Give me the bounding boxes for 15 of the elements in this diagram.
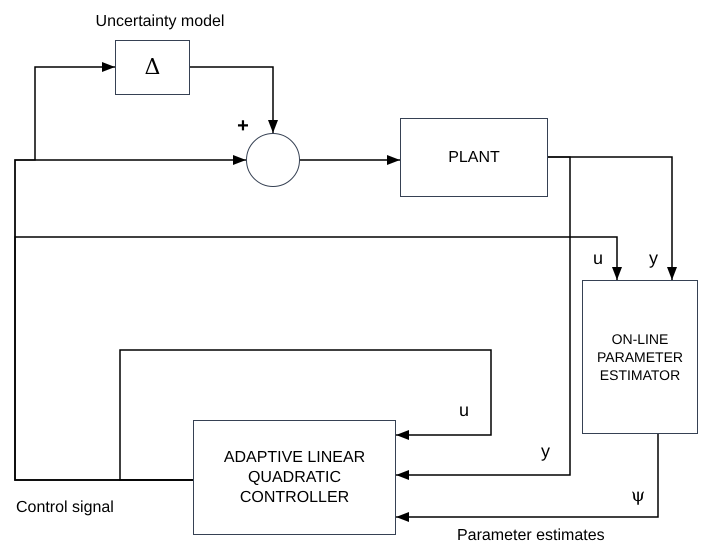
- signal-arrow: [300, 155, 400, 165]
- signal-arrow: [14, 236, 622, 481]
- signal-arrow: [396, 156, 571, 480]
- plus-sign: +: [236, 116, 250, 136]
- plant-block: PLANT: [400, 118, 548, 197]
- signal-caption: Control signal: [16, 498, 114, 518]
- signal-arrow: [396, 434, 659, 522]
- signal-arrow: [190, 66, 278, 133]
- summing-junction: [246, 133, 300, 187]
- controller-block: ADAPTIVE LINEAR QUADRATIC CONTROLLER: [193, 420, 396, 535]
- signal-arrow: [119, 349, 492, 481]
- signal-caption: Parameter estimates: [457, 526, 605, 546]
- estimator-block: ON-LINE PARAMETER ESTIMATOR: [582, 280, 698, 434]
- block-caption: Uncertainty model: [94, 12, 226, 32]
- uncertainty-block: Δ: [115, 40, 190, 95]
